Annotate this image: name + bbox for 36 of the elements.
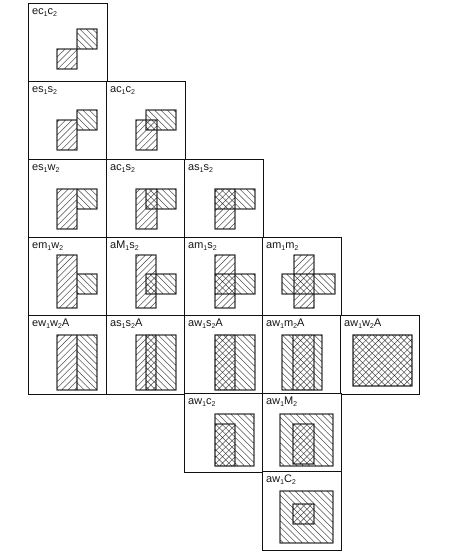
cell-label: aw$_{1}$M$_{2}$: [266, 395, 298, 408]
grid-cell: [184, 393, 264, 473]
grid-cell: [28, 315, 108, 395]
grid-cell: [262, 393, 342, 473]
cell-label: aw$_{1}$c$_{2}$: [188, 395, 216, 408]
grid-cell: [184, 159, 264, 239]
cell-label: aw$_{1}$s$_{2}$A: [188, 317, 223, 330]
cell-label: em$_{1}$w$_{2}$: [32, 239, 64, 252]
grid-cell: [106, 159, 186, 239]
cell-label: ew$_{1}$w$_{2}$A: [32, 317, 70, 330]
cell-label: as$_{1}$s$_{2}$: [188, 161, 213, 174]
cell-label: es$_{1}$w$_{2}$: [32, 161, 60, 174]
cell-label: as$_{1}$s$_{2}$A: [110, 317, 142, 330]
grid-cell: [28, 3, 108, 83]
grid-cell: [28, 159, 108, 239]
cell-label: ac$_{1}$s$_{2}$: [110, 161, 135, 174]
grid-cell: [184, 237, 264, 317]
cell-label: am$_{1}$s$_{2}$: [188, 239, 217, 252]
grid-cell: [184, 315, 264, 395]
cell-label: es$_{1}$s$_{2}$: [32, 83, 57, 96]
grid-cell: [262, 237, 342, 317]
grid-cell: [262, 471, 342, 551]
cell-label: ec$_{1}$c$_{2}$: [32, 5, 57, 18]
grid-cell: [28, 81, 108, 161]
cell-label: aw$_{1}$w$_{2}$A: [344, 317, 382, 330]
grid-cell: [106, 81, 186, 161]
grid-cell: [106, 237, 186, 317]
grid-cell: [262, 315, 342, 395]
cell-label: am$_{1}$m$_{2}$: [266, 239, 298, 252]
grid-cell: [106, 315, 186, 395]
grid-cell: [340, 315, 420, 395]
cell-label: aw$_{1}$m$_{2}$A: [266, 317, 304, 330]
cell-label: ac$_{1}$c$_{2}$: [110, 83, 135, 96]
cell-label: aw$_{1}$C$_{2}$: [266, 473, 296, 486]
grid-cell: [28, 237, 108, 317]
cell-label: aM$_{1}$s$_{2}$: [110, 239, 139, 252]
